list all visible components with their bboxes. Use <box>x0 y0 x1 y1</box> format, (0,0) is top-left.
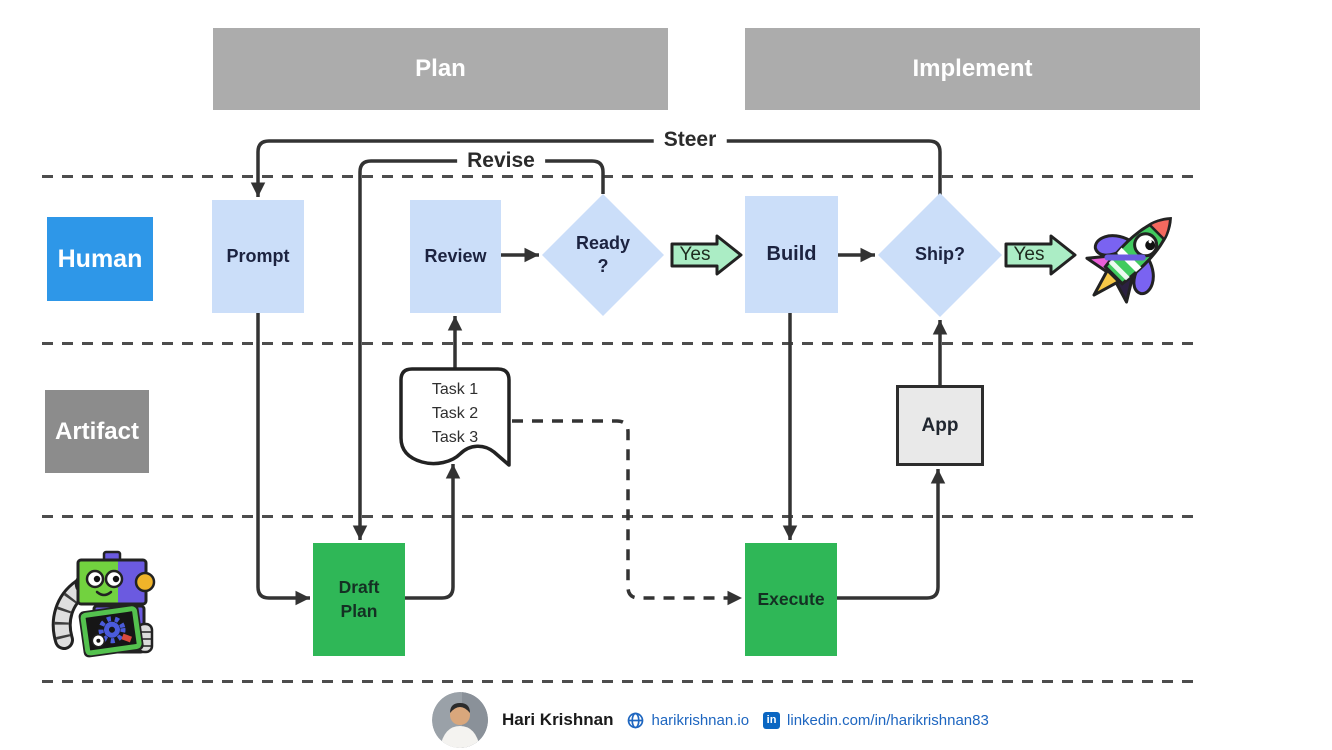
task-item-2: Task 2 <box>431 405 479 422</box>
node-draft-plan: Draft Plan <box>313 543 405 656</box>
phase-implement-label: Implement <box>912 55 1033 82</box>
lane-separator-1 <box>42 175 1197 178</box>
connector-steer <box>250 139 942 197</box>
lane-separator-3 <box>42 515 1197 518</box>
connector-execute-to-app <box>837 469 946 600</box>
phase-header-plan: Plan <box>213 28 668 110</box>
review-label: Review <box>424 246 487 267</box>
draft-plan-label-line1: Draft <box>338 576 380 597</box>
node-app: App <box>896 385 984 466</box>
task-document-shape <box>399 367 511 467</box>
task-item-1: Task 1 <box>431 381 479 398</box>
draft-plan-label-line2: Plan <box>340 600 378 621</box>
footer: Hari Krishnan harikrishnan.io in linkedi… <box>432 692 989 748</box>
yes-arrow-1-shape <box>670 234 743 276</box>
execute-label: Execute <box>757 588 825 609</box>
linkedin-icon-glyph: in <box>766 714 777 726</box>
ship-diamond-shape <box>878 193 1002 317</box>
task-item-3: Task 3 <box>431 429 479 446</box>
phase-plan-label: Plan <box>415 55 466 82</box>
artifact-label-text: Artifact <box>54 417 139 445</box>
node-build: Build <box>745 196 838 313</box>
ready-label-line1: Ready <box>575 232 631 253</box>
connector-prompt-to-draftplan <box>256 313 310 606</box>
build-label: Build <box>766 243 817 265</box>
node-prompt: Prompt <box>212 200 304 313</box>
app-label: App <box>921 414 959 436</box>
node-ready-decision: Ready ? <box>542 194 664 316</box>
yes-arrow-1-label: Yes <box>679 244 711 265</box>
prompt-label: Prompt <box>226 246 290 267</box>
website-link-text: harikrishnan.io <box>651 711 750 729</box>
revise-label: Revise <box>457 149 545 173</box>
lane-separator-2 <box>42 342 1197 345</box>
steer-label: Steer <box>653 128 727 152</box>
task-list-text: Task 1 Task 2 Task 3 <box>398 378 512 450</box>
node-review: Review <box>410 200 501 313</box>
ship-label-text: Ship? <box>915 244 965 265</box>
yes-arrow-2: Yes <box>1004 233 1078 277</box>
node-execute: Execute <box>745 543 837 656</box>
node-task-list: Task 1 Task 2 Task 3 <box>398 366 512 476</box>
node-ship-decision: Ship? <box>878 193 1002 317</box>
ready-diamond-shape <box>542 194 664 316</box>
linkedin-link-text: linkedin.com/in/harikrishnan83 <box>787 711 989 729</box>
yes-arrow-2-shape <box>1004 234 1077 276</box>
linkedin-icon: in <box>763 711 781 729</box>
website-link[interactable]: harikrishnan.io <box>627 712 749 729</box>
footer-name: Hari Krishnan <box>502 710 614 729</box>
ready-label: Ready ? <box>542 194 664 316</box>
linkedin-link[interactable]: in linkedin.com/in/harikrishnan83 <box>763 711 989 729</box>
connector-tasks-to-execute-dashed <box>512 419 742 606</box>
connector-draftplan-to-tasks <box>405 464 461 600</box>
ship-label: Ship? <box>878 193 1002 317</box>
yes-arrow-2-label: Yes <box>1013 244 1045 265</box>
yes-arrow-1: Yes <box>670 233 744 277</box>
ready-label-line2: ? <box>597 256 609 276</box>
lane-label-artifact: Artifact <box>45 390 149 473</box>
lane-label-human: Human <box>47 217 153 301</box>
phase-header-implement: Implement <box>745 28 1200 110</box>
robot-icon <box>51 550 156 658</box>
human-label-text: Human <box>57 244 143 273</box>
lane-separator-4 <box>42 680 1197 683</box>
avatar <box>432 692 488 748</box>
rocket-icon <box>1085 217 1172 304</box>
globe-icon <box>628 712 644 728</box>
